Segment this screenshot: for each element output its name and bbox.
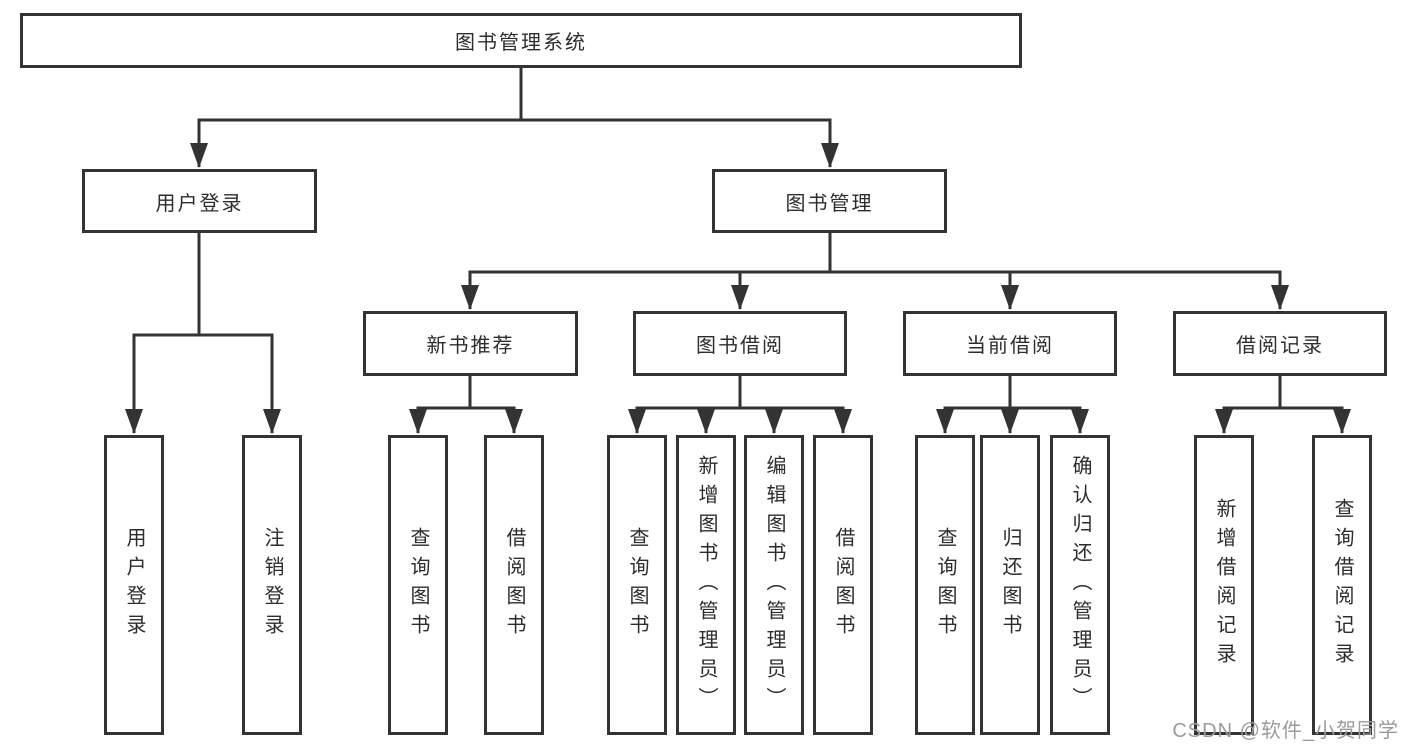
- csdn-watermark: CSDN @软件_小贺同学: [1172, 720, 1399, 742]
- node-new-book-recommendation: 新书推荐: [363, 311, 578, 376]
- node-current-borrowing: 当前借阅: [903, 311, 1117, 376]
- leaf-query-borrow-record: 查询借阅记录: [1312, 435, 1372, 735]
- leaf-borrow-books: 借阅图书: [813, 435, 873, 735]
- node-library-management-system: 图书管理系统: [20, 13, 1022, 68]
- leaf-add-books-admin: 新增图书（管理员）: [676, 435, 736, 735]
- leaf-newbook-borrow-books: 借阅图书: [484, 435, 544, 735]
- node-user-login: 用户登录: [82, 169, 317, 233]
- leaf-logout: 注销登录: [242, 435, 302, 735]
- leaf-add-borrow-record: 新增借阅记录: [1194, 435, 1254, 735]
- leaf-newbook-query-books: 查询图书: [388, 435, 448, 735]
- leaf-borrow-query-books: 查询图书: [607, 435, 667, 735]
- leaf-confirm-return-admin: 确认归还（管理员）: [1050, 435, 1110, 735]
- leaf-return-books: 归还图书: [980, 435, 1040, 735]
- node-borrowing-records: 借阅记录: [1173, 311, 1387, 376]
- leaf-user-login: 用户登录: [104, 435, 164, 735]
- leaf-edit-books-admin: 编辑图书（管理员）: [744, 435, 804, 735]
- node-book-borrowing: 图书借阅: [633, 311, 847, 376]
- leaf-current-query-books: 查询图书: [915, 435, 975, 735]
- node-book-management: 图书管理: [712, 169, 947, 233]
